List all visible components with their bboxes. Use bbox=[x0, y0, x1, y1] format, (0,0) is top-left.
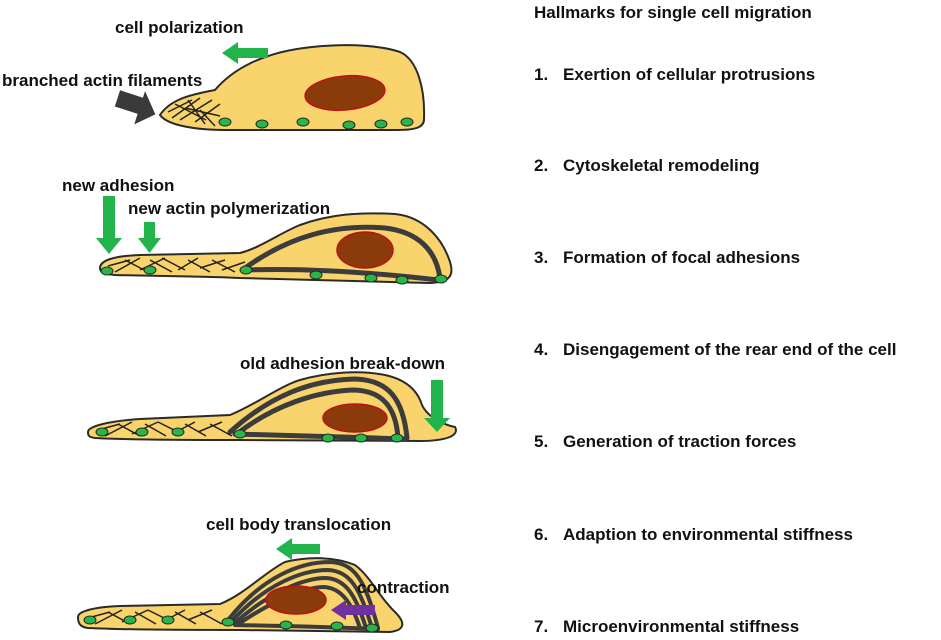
adhesion-dot bbox=[395, 275, 409, 285]
hallmark-text: Microenvironmental stiffness bbox=[563, 617, 800, 636]
adhesion-dot bbox=[239, 265, 253, 275]
hallmark-text: Cytoskeletal remodeling bbox=[563, 156, 760, 175]
hallmark-number: 7. bbox=[534, 617, 549, 636]
polarization-arrow bbox=[222, 42, 268, 64]
adhesion-dot bbox=[255, 119, 269, 129]
panel-2-adhesion-formation: new adhesion new actin polymerization bbox=[62, 176, 453, 285]
adhesion-dot bbox=[354, 433, 368, 443]
hallmark-text: Formation of focal adhesions bbox=[563, 248, 801, 267]
adhesion-dot bbox=[218, 117, 232, 127]
hallmark-number: 1. bbox=[534, 65, 549, 84]
panel-4-translocation: cell body translocation contraction bbox=[76, 515, 450, 634]
adhesion-dot bbox=[233, 429, 247, 439]
panel-1-cell-polarization: cell polarization branched actin filamen… bbox=[2, 18, 426, 131]
hallmark-number: 2. bbox=[534, 156, 549, 175]
actin-network-4 bbox=[87, 609, 223, 625]
nucleus-3 bbox=[322, 403, 388, 433]
adhesion-dot bbox=[390, 433, 404, 443]
hallmark-text: Adaption to environmental stiffness bbox=[563, 525, 853, 544]
adhesion-dot bbox=[161, 615, 175, 625]
adhesion-dot bbox=[279, 620, 293, 630]
adhesions-2 bbox=[100, 265, 448, 285]
adhesion-dot bbox=[123, 615, 137, 625]
nucleus-2 bbox=[336, 231, 394, 269]
hallmark-item-7: 7. Microenvironmental stiffness bbox=[534, 617, 799, 637]
adhesion-dot bbox=[321, 433, 335, 443]
nucleus-4 bbox=[265, 585, 327, 615]
branched-actin-arrow bbox=[114, 90, 156, 125]
label-contraction: contraction bbox=[357, 578, 450, 597]
hallmark-number: 5. bbox=[534, 432, 549, 451]
label-old-adhesion-break-down: old adhesion break-down bbox=[240, 354, 445, 373]
label-branched-actin-filaments: branched actin filaments bbox=[2, 71, 202, 90]
translocation-arrow bbox=[276, 538, 320, 560]
branched-actin-network-1 bbox=[167, 97, 221, 127]
old-adhesion-arrow bbox=[424, 380, 450, 432]
adhesion-dot bbox=[143, 265, 157, 275]
adhesion-dot bbox=[365, 623, 379, 633]
stress-fibers-2 bbox=[242, 224, 443, 283]
adhesion-dot bbox=[171, 427, 185, 437]
adhesions-1 bbox=[218, 117, 414, 130]
hallmark-item-2: 2. Cytoskeletal remodeling bbox=[534, 156, 760, 176]
adhesion-dot bbox=[400, 117, 414, 127]
label-cell-body-translocation: cell body translocation bbox=[206, 515, 391, 534]
label-new-actin-polymerization: new actin polymerization bbox=[128, 199, 330, 218]
adhesion-dot bbox=[95, 427, 109, 437]
nucleus-1 bbox=[304, 74, 386, 112]
adhesion-dot bbox=[296, 117, 310, 127]
adhesion-dot bbox=[221, 617, 235, 627]
adhesion-dot bbox=[364, 273, 378, 283]
label-cell-polarization: cell polarization bbox=[115, 18, 243, 37]
adhesion-dot bbox=[434, 274, 448, 284]
hallmark-text: Generation of traction forces bbox=[563, 432, 797, 451]
adhesion-dot bbox=[309, 270, 323, 280]
panel-3-rear-disengagement: old adhesion break-down bbox=[86, 354, 457, 443]
hallmark-text: Disengagement of the rear end of the cel… bbox=[563, 340, 897, 359]
contraction-arrow bbox=[331, 600, 375, 620]
adhesion-dot bbox=[83, 615, 97, 625]
hallmark-item-1: 1. Exertion of cellular protrusions bbox=[534, 65, 815, 85]
hallmark-number: 4. bbox=[534, 340, 549, 359]
hallmarks-title: Hallmarks for single cell migration bbox=[534, 3, 812, 22]
hallmark-item-5: 5. Generation of traction forces bbox=[534, 432, 796, 452]
hallmark-item-4: 4. Disengagement of the rear end of the c… bbox=[534, 340, 896, 360]
new-polymerization-arrow bbox=[138, 222, 161, 253]
adhesion-dot bbox=[135, 427, 149, 437]
adhesion-dot bbox=[330, 621, 344, 631]
hallmark-item-6: 6. Adaption to environmental stiffness bbox=[534, 525, 853, 545]
new-adhesion-arrow bbox=[96, 196, 122, 254]
hallmark-number: 6. bbox=[534, 525, 549, 544]
hallmark-number: 3. bbox=[534, 248, 549, 267]
hallmark-item-3: 3. Formation of focal adhesions bbox=[534, 248, 800, 268]
adhesion-dot bbox=[342, 120, 356, 130]
label-new-adhesion: new adhesion bbox=[62, 176, 174, 195]
adhesions-3 bbox=[95, 427, 404, 443]
adhesions-4 bbox=[83, 615, 379, 633]
hallmark-text: Exertion of cellular protrusions bbox=[563, 65, 816, 84]
actin-network-2 bbox=[107, 257, 246, 273]
adhesion-dot bbox=[100, 266, 114, 276]
adhesion-dot bbox=[374, 119, 388, 129]
